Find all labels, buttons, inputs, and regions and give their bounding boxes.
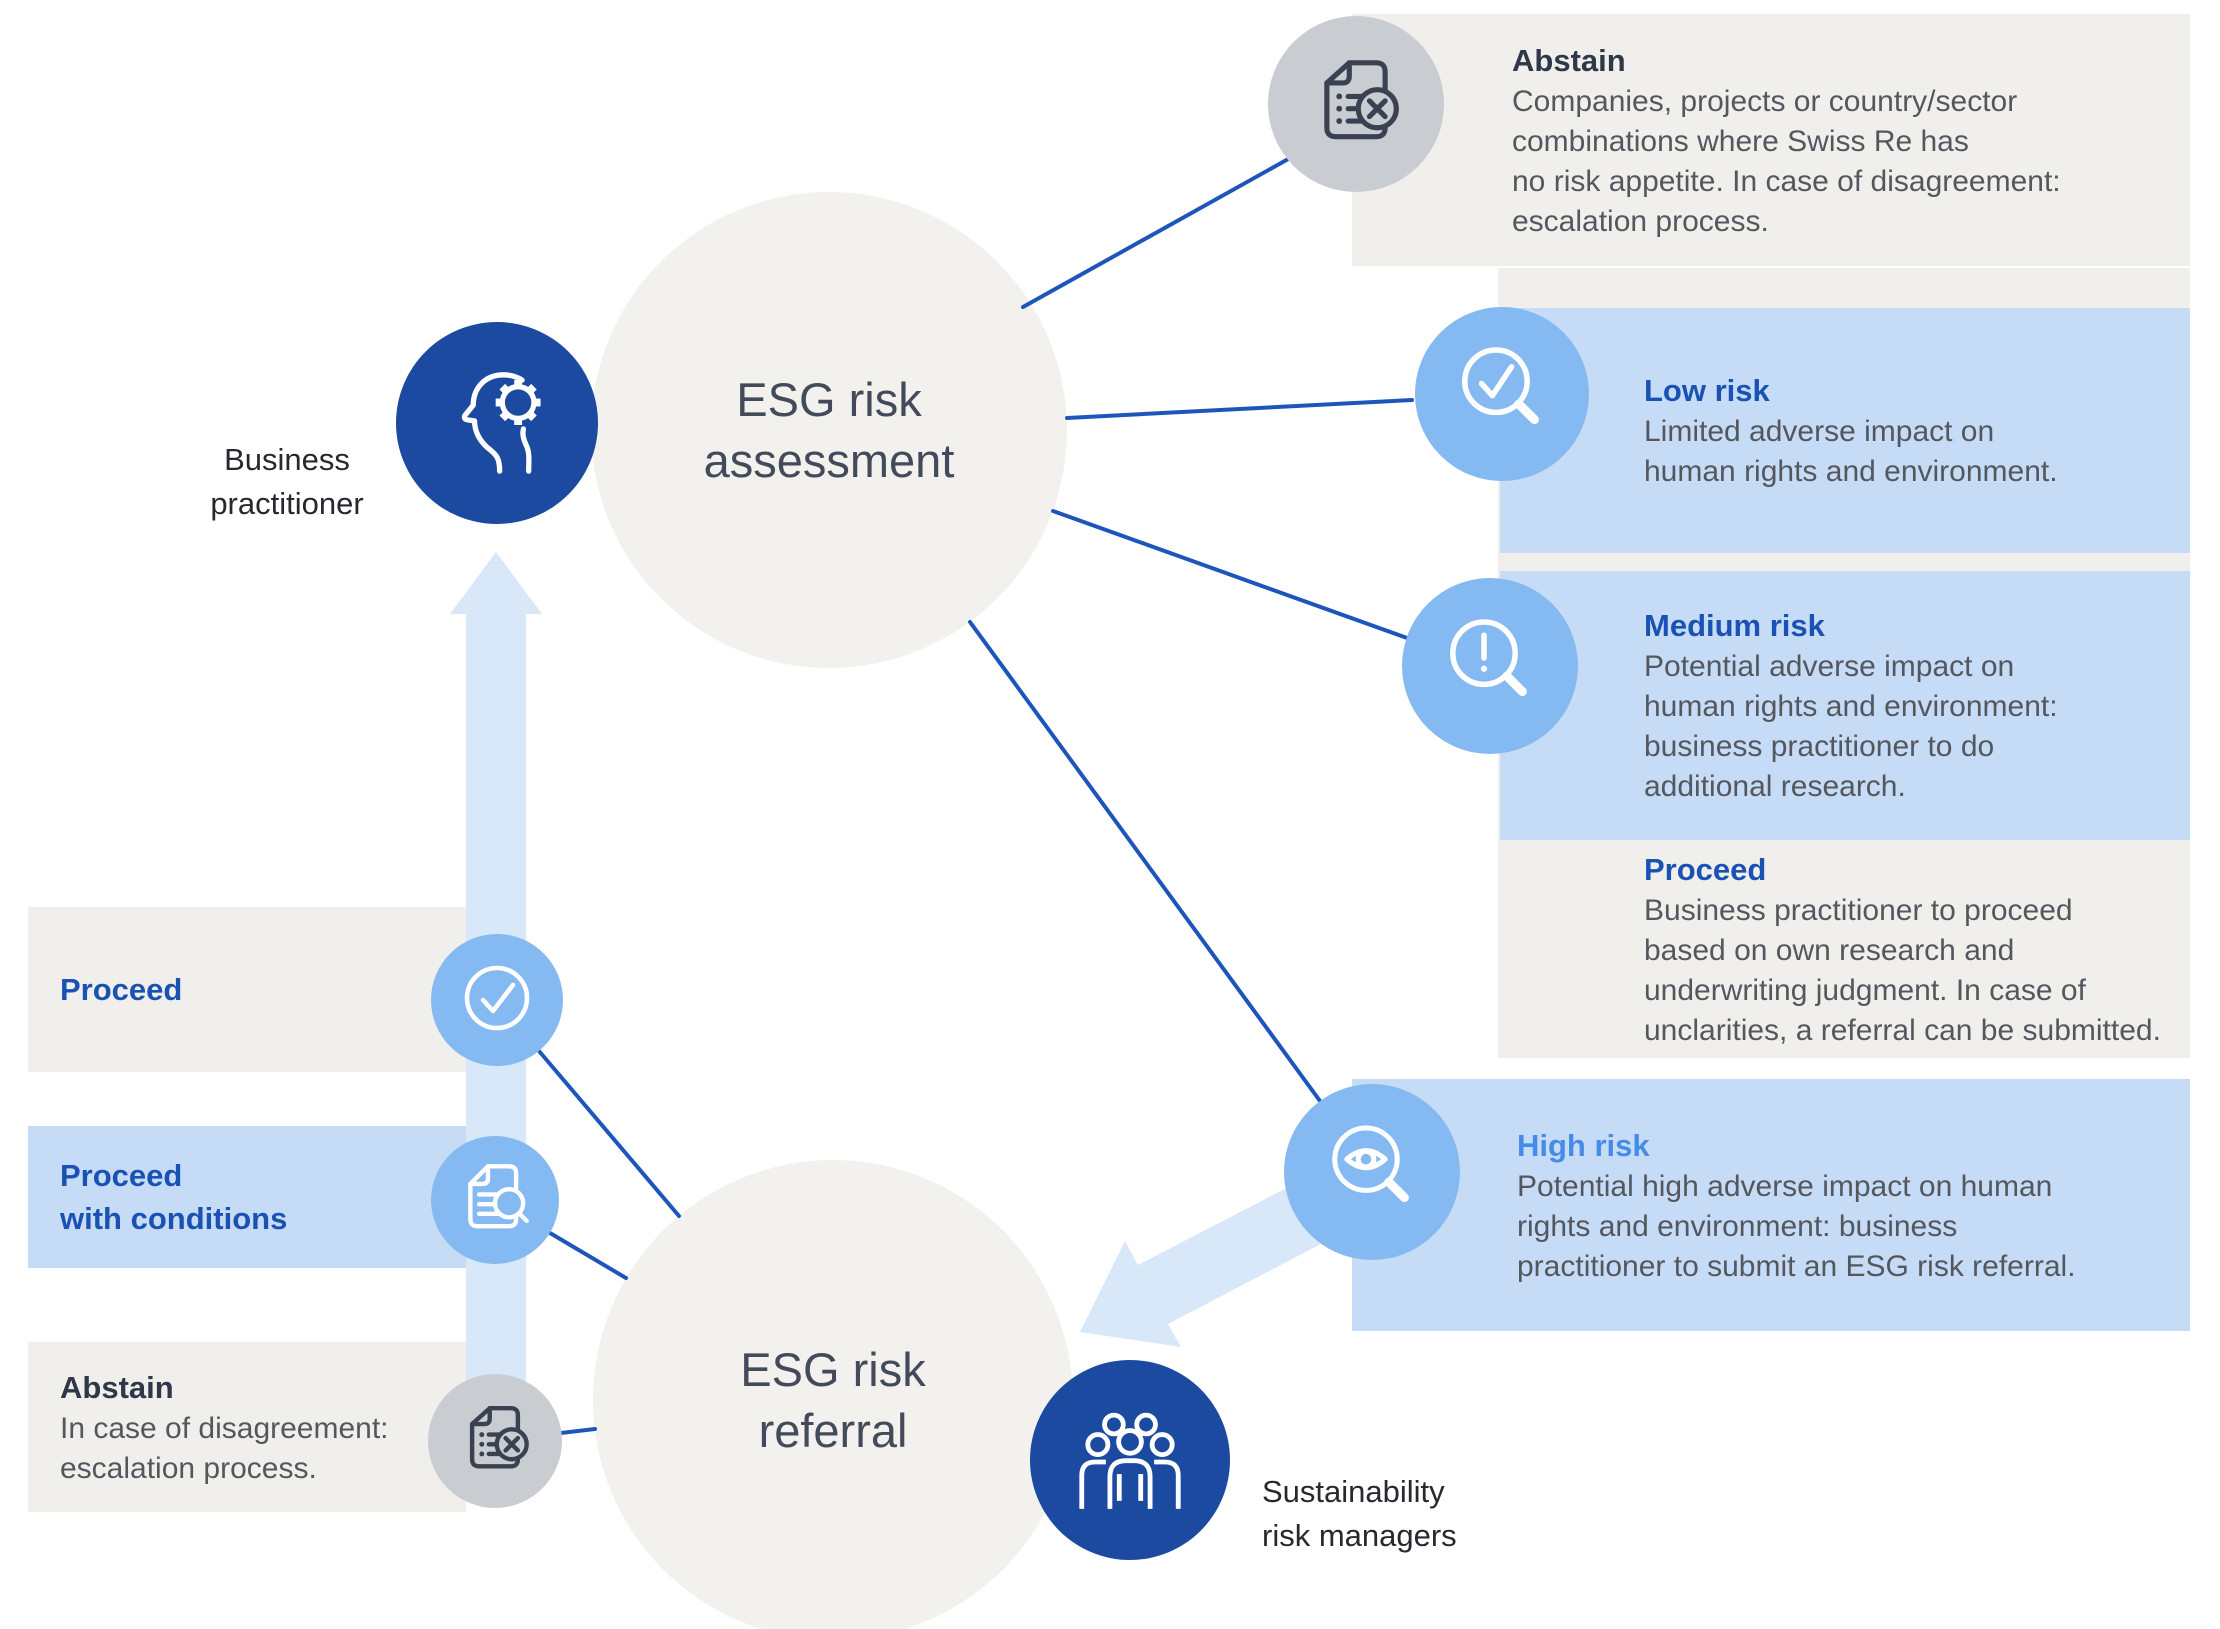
proceed-with-conditions-box <box>28 1126 466 1268</box>
low-risk-body-line: Limited adverse impact on <box>1644 415 1995 448</box>
abstain-top-body-line: combinations where Swiss Re has <box>1512 124 1969 158</box>
line-assessment-high-risk <box>968 620 1322 1103</box>
proceed-check-icon-circle <box>431 934 563 1066</box>
abstain-top-section: Abstain Companies, projects or country/s… <box>1512 14 2061 266</box>
proceed-left-box <box>28 907 466 1072</box>
abstain-left-body-line: escalation process. <box>60 1451 317 1485</box>
line-assessment-low-risk <box>1065 398 1414 420</box>
medium-risk-icon-circle <box>1402 578 1578 754</box>
sustainability-label-line2: risk managers <box>1262 1518 1457 1553</box>
abstain-top-icon-circle <box>1268 16 1444 192</box>
high-risk-box <box>1352 1079 2190 1331</box>
abstain-top-body-line: escalation process. <box>1512 204 1769 238</box>
abstain-left-icon-circle <box>428 1374 562 1508</box>
medium-risk-box <box>1500 571 2190 840</box>
abstain-top-box <box>1352 14 2190 266</box>
magnifier-eye-icon <box>1312 1110 1432 1235</box>
abstain-left-body-line: In case of disagreement: <box>60 1411 389 1445</box>
proceed-right-body-line: based on own research and <box>1644 933 2015 967</box>
esg-risk-referral-node: ESG risk referral <box>593 1160 1073 1629</box>
low-risk-box <box>1500 308 2190 553</box>
abstain-left-heading: Abstain <box>60 1369 174 1405</box>
line-referral-proceed <box>537 1049 681 1218</box>
proceed-right-section: Proceed Business practitioner to proceed… <box>1644 840 2161 1058</box>
connector-lines <box>537 156 1414 1435</box>
document-x-icon <box>451 1395 539 1488</box>
abstain-top-body-line: no risk appetite. In case of disagreemen… <box>1512 164 2061 198</box>
abstain-left-box <box>28 1342 466 1512</box>
line-assessment-abstain <box>1021 156 1292 309</box>
business-practitioner-label: Business practitioner <box>107 438 467 526</box>
low-risk-section: Low risk Limited adverse impact on human… <box>1644 308 2058 553</box>
proceed-right-body-line: unclarities, a referral can be submitted… <box>1644 1013 2161 1047</box>
medium-risk-heading: Medium risk <box>1644 608 1825 643</box>
high-risk-body-line: rights and environment: business <box>1517 1209 1958 1243</box>
high-risk-section: High risk Potential high adverse impact … <box>1517 1079 2076 1331</box>
esg-risk-assessment-node: ESG risk assessment <box>591 192 1067 668</box>
low-risk-icon-circle <box>1415 307 1589 481</box>
check-circle-icon <box>447 948 547 1053</box>
head-gear-icon <box>431 355 563 492</box>
business-practitioner-label-line2: practitioner <box>210 486 364 521</box>
referral-title-line1: ESG risk <box>740 1343 926 1396</box>
sustainability-risk-managers-label: Sustainability risk managers <box>1262 1470 1457 1558</box>
proceed-left-heading: Proceed <box>60 972 183 1007</box>
document-magnifier-icon <box>451 1154 539 1247</box>
high-risk-body-line: practitioner to submit an ESG risk refer… <box>1517 1249 2076 1283</box>
medium-risk-section: Medium risk Potential adverse impact on … <box>1644 571 2058 840</box>
conditions-heading-line1: Proceed <box>60 1158 183 1193</box>
medium-risk-body-line: business practitioner to do <box>1644 730 1995 763</box>
abstain-top-heading: Abstain <box>1512 42 1626 78</box>
sustainability-risk-managers-circle <box>1030 1360 1230 1560</box>
assessment-title-line2: assessment <box>703 434 955 487</box>
proceed-left-section: Proceed <box>60 907 182 1072</box>
abstain-left-section: Abstain In case of disagreement: escalat… <box>60 1342 389 1512</box>
proceed-right-heading: Proceed <box>1644 851 1767 887</box>
document-x-icon <box>1300 46 1412 163</box>
proceed-right-body-line: Business practitioner to proceed <box>1644 893 2073 927</box>
people-group-icon <box>1063 1391 1197 1530</box>
low-risk-heading: Low risk <box>1644 373 1770 408</box>
magnifier-exclamation-icon <box>1430 604 1550 729</box>
sustainability-label-line1: Sustainability <box>1262 1474 1445 1509</box>
high-risk-body-line: Potential high adverse impact on human <box>1517 1169 2053 1203</box>
line-referral-abstain <box>559 1427 597 1435</box>
low-risk-body-line: human rights and environment. <box>1644 455 2058 488</box>
assessment-title-line1: ESG risk <box>736 373 922 426</box>
medium-risk-body-line: Potential adverse impact on <box>1644 650 2015 683</box>
line-referral-conditions <box>548 1231 628 1280</box>
abstain-top-body-line: Companies, projects or country/sector <box>1512 84 2018 118</box>
high-risk-heading: High risk <box>1517 1127 1650 1163</box>
business-practitioner-label-line1: Business <box>224 442 350 477</box>
high-risk-icon-circle <box>1284 1084 1460 1260</box>
conditions-doc-icon-circle <box>431 1136 559 1264</box>
medium-risk-body-line: human rights and environment: <box>1644 690 2058 723</box>
proceed-with-conditions-section: Proceed with conditions <box>60 1126 287 1268</box>
proceed-right-body-line: underwriting judgment. In case of <box>1644 973 2086 1007</box>
business-practitioner-circle <box>396 322 598 524</box>
conditions-heading-line2: with conditions <box>60 1201 288 1236</box>
line-assessment-medium-risk <box>1051 509 1409 640</box>
referral-title-line2: referral <box>758 1404 908 1457</box>
medium-risk-body-line: additional research. <box>1644 770 1906 803</box>
magnifier-check-icon <box>1442 332 1562 457</box>
